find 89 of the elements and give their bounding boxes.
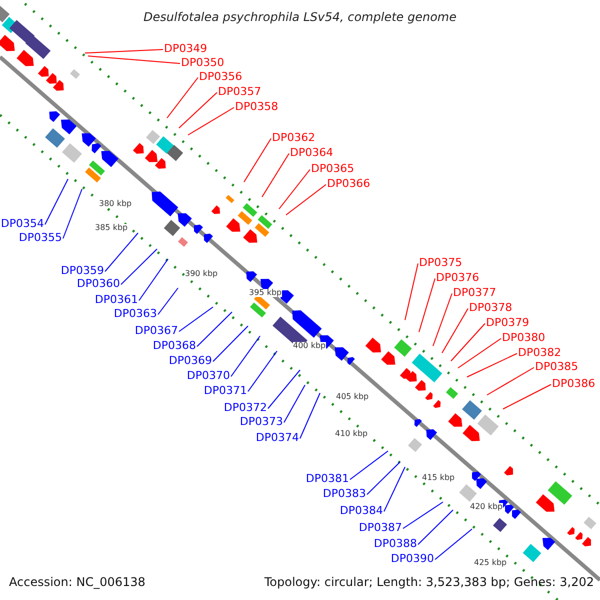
scale-label: 420 kbp (470, 503, 503, 511)
gene-label: DP0388 (374, 538, 417, 549)
gene-label: DP0368 (152, 340, 196, 351)
gene-label: DP0390 (390, 553, 434, 564)
genome-summary: Topology: circular; Length: 3,523,383 bp; Genes: 3,202 (264, 576, 594, 588)
scale-label: 415 kbp (422, 474, 455, 482)
leader-line (286, 184, 326, 216)
gene-label: DP0384 (340, 505, 383, 516)
gene-label: DP0357 (218, 86, 262, 97)
gene-label: DP0350 (181, 57, 224, 68)
leader-line (188, 107, 234, 136)
gene-label: DP0382 (518, 347, 562, 358)
scale-label: 425 kbp (474, 559, 507, 567)
leader-line (278, 169, 310, 210)
leader-line (350, 450, 388, 480)
gene-label: DP0360 (76, 278, 120, 289)
leader-line (268, 370, 300, 409)
accession-note: Accession: NC_006138 (9, 576, 146, 588)
leader-line (384, 466, 406, 512)
gene-label: DP0365 (311, 163, 354, 174)
gene-label: DP0367 (134, 325, 178, 336)
gene-label: DP0381 (306, 473, 349, 484)
gene-label: DP0387 (358, 522, 402, 533)
leader-line (442, 308, 468, 354)
leader-line (486, 367, 534, 396)
leader-line (434, 528, 472, 560)
scale-label: 405 kbp (336, 393, 369, 401)
gene-label: DP0362 (272, 132, 316, 143)
gene-label: DP0375 (419, 257, 462, 268)
leader-line (104, 232, 138, 272)
leader-line (432, 293, 452, 346)
gene-label: DP0356 (199, 71, 242, 82)
leader-line (300, 392, 320, 439)
gene-label: DP0366 (327, 178, 370, 189)
leader-line (166, 77, 198, 118)
leader-line (418, 510, 454, 545)
leader-line (230, 336, 260, 377)
leader-line (178, 306, 214, 332)
scale-label: 385 kbp (95, 224, 128, 232)
leader-line (158, 288, 178, 315)
gene-label: DP0358 (235, 101, 278, 112)
leader-line (212, 326, 248, 362)
gene-label: DP0349 (164, 43, 208, 54)
leader-line (458, 338, 502, 368)
leader-line (366, 462, 400, 495)
gene-label: DP0374 (256, 432, 299, 443)
scale-label: 395 kbp (249, 289, 282, 297)
gene-label: DP0359 (60, 265, 104, 276)
gene-label: DP0364 (290, 147, 334, 158)
gene-label: DP0363 (114, 308, 157, 319)
leader-line (138, 258, 168, 301)
gene-label: DP0370 (186, 370, 230, 381)
leader-line (418, 278, 436, 332)
gene-label: DP0369 (168, 355, 212, 366)
gene-label: DP0372 (224, 402, 267, 413)
leader-line (262, 153, 290, 198)
gene-label: DP0376 (436, 272, 480, 283)
gene-label: DP0379 (486, 317, 530, 328)
leader-line (120, 248, 158, 285)
gene-label: DP0386 (552, 378, 596, 389)
leader-line (502, 384, 552, 410)
gene-label: DP0380 (502, 332, 546, 343)
gene-label: DP0377 (453, 287, 496, 298)
scale-label: 380 kbp (99, 200, 132, 208)
leader-line (450, 323, 486, 362)
leader-line (62, 188, 82, 239)
scale-label: 400 kbp (293, 342, 326, 350)
gene-label: DP0354 (0, 218, 44, 229)
gene-label: DP0378 (469, 302, 512, 313)
leader-line (44, 178, 68, 225)
gene-label: DP0355 (18, 232, 62, 243)
leader-line (178, 92, 218, 128)
leader-line (248, 350, 278, 392)
leader-line (84, 49, 164, 54)
gene-label: DP0371 (204, 385, 247, 396)
leader-line (284, 384, 306, 423)
leader-line (88, 56, 180, 64)
scale-label: 390 kbp (185, 270, 218, 278)
leader-line (196, 312, 232, 347)
map-title: Desulfotalea psychrophila LSv54, complete genome (142, 11, 458, 23)
scale-label: 410 kbp (335, 430, 368, 438)
gene-label: DP0385 (535, 361, 578, 372)
gene-label: DP0383 (322, 488, 366, 499)
gene-label: DP0361 (94, 294, 138, 305)
leader-line (466, 353, 518, 378)
leader-line (404, 263, 418, 320)
gene-label: DP0373 (240, 416, 283, 427)
leader-line (244, 138, 272, 182)
leader-line (402, 502, 444, 529)
